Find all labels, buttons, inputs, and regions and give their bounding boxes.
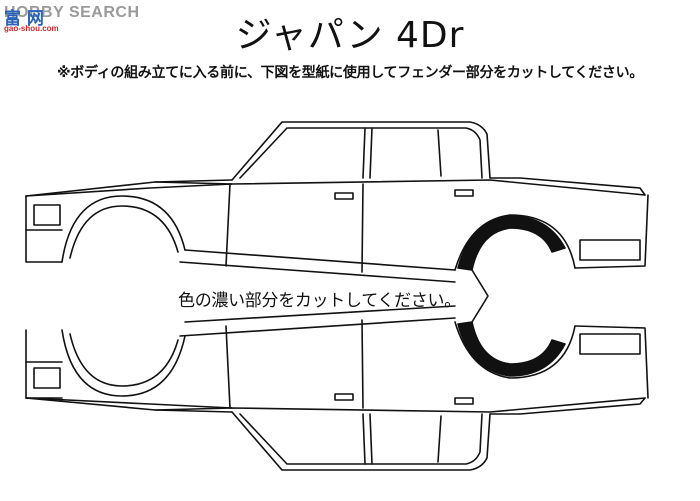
instruction-text: ※ボディの組み立てに入る前に、下図を型紙に使用してフェンダー部分をカットしてくだ… (56, 65, 644, 81)
watermark-brand: HOBBY SEARCH (4, 4, 140, 21)
page-title: ジャパン 4Dr (235, 15, 465, 56)
watermark-logo: HOBBY SEARCH 富 网 gao-shou.com (4, 4, 164, 40)
upper-fender-cut-band (457, 215, 566, 271)
cut-instruction-label: 色の濃い部分をカットしてください。 (178, 291, 461, 311)
lower-car-outline (25, 305, 649, 471)
upper-car-outline (25, 121, 649, 283)
watermark-kanji: 富 网 (4, 9, 44, 29)
fold-connector-lines (471, 269, 489, 323)
lower-fender-cut-band (457, 321, 566, 377)
watermark-domain: gao-shou.com (4, 24, 59, 33)
